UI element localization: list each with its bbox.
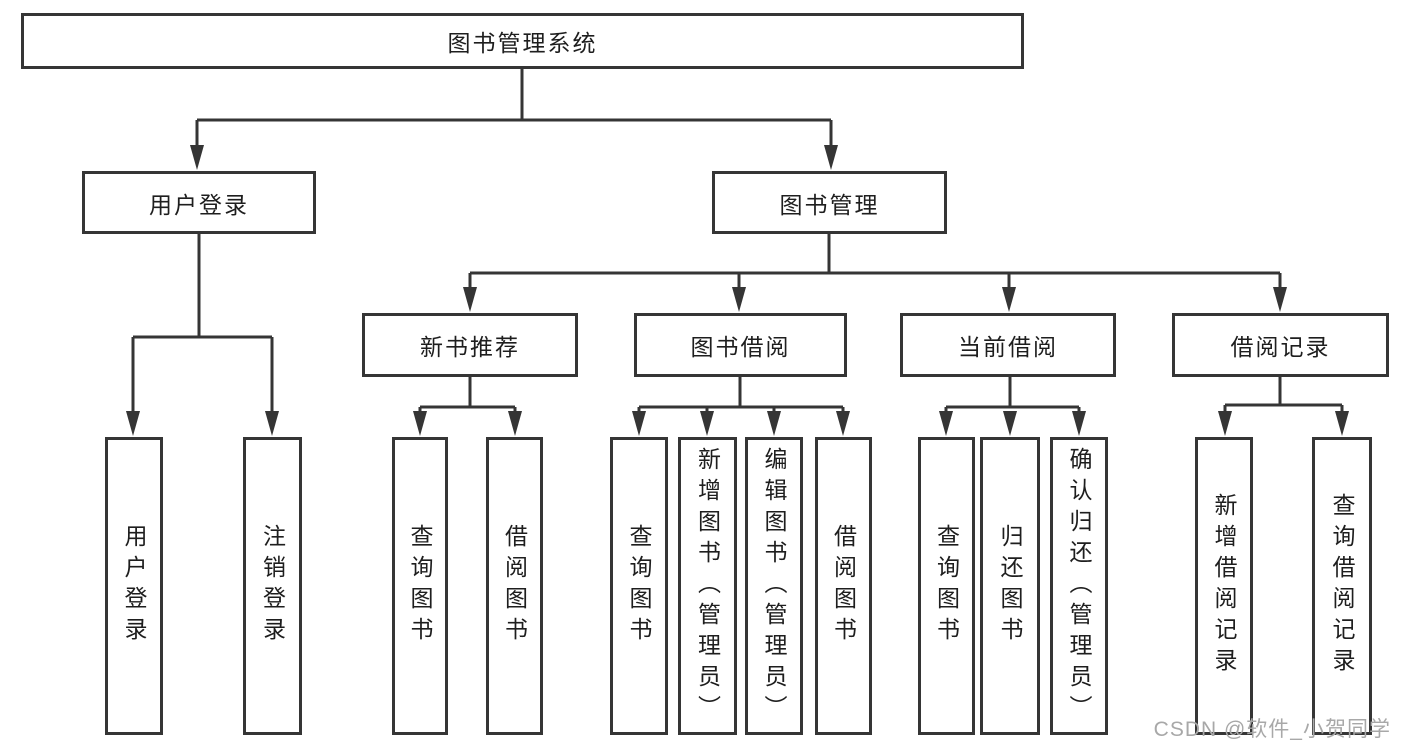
leaf-return-books: 归还图书 (980, 437, 1040, 735)
leaf-user-login: 用户登录 (105, 437, 163, 735)
leaf-query-books-current: 查询图书 (918, 437, 975, 735)
leaf-query-books-borrowing: 查询图书 (610, 437, 668, 735)
leaf-logout: 注销登录 (243, 437, 302, 735)
node-user-login-module: 用户登录 (82, 171, 316, 234)
leaf-borrow-books-recommend: 借阅图书 (486, 437, 543, 735)
node-book-management-module: 图书管理 (712, 171, 947, 234)
node-borrow-records: 借阅记录 (1172, 313, 1389, 377)
leaf-confirm-return-admin: 确认归还（管理员） (1050, 437, 1108, 735)
node-book-borrowing: 图书借阅 (634, 313, 847, 377)
leaf-query-books-borrowing-label: 查询图书 (626, 524, 652, 648)
leaf-confirm-return-admin-label: 确认归还（管理员） (1066, 446, 1092, 726)
leaf-query-borrow-record-label: 查询借阅记录 (1329, 493, 1355, 679)
leaf-edit-books-admin: 编辑图书（管理员） (745, 437, 803, 735)
leaf-query-borrow-record: 查询借阅记录 (1312, 437, 1372, 735)
leaf-add-books-admin-label: 新增图书（管理员） (694, 446, 721, 726)
leaf-query-books-recommend: 查询图书 (392, 437, 448, 735)
leaf-add-books-admin: 新增图书（管理员） (678, 437, 737, 735)
node-new-book-recommend: 新书推荐 (362, 313, 578, 377)
csdn-watermark: CSDN @软件_小贺同学 (1153, 718, 1391, 741)
leaf-add-borrow-record: 新增借阅记录 (1195, 437, 1253, 735)
node-current-borrowing: 当前借阅 (900, 313, 1116, 377)
leaf-borrow-books: 借阅图书 (815, 437, 872, 735)
leaf-query-books-recommend-label: 查询图书 (407, 524, 433, 648)
leaf-return-books-label: 归还图书 (997, 524, 1023, 648)
leaf-borrow-books-recommend-label: 借阅图书 (501, 524, 528, 648)
leaf-query-books-current-label: 查询图书 (933, 524, 960, 648)
leaf-user-login-label: 用户登录 (121, 524, 147, 648)
node-library-system: 图书管理系统 (21, 13, 1024, 69)
leaf-logout-label: 注销登录 (259, 524, 286, 648)
leaf-borrow-books-label: 借阅图书 (830, 524, 857, 648)
leaf-add-borrow-record-label: 新增借阅记录 (1211, 493, 1237, 679)
leaf-edit-books-admin-label: 编辑图书（管理员） (761, 446, 787, 726)
